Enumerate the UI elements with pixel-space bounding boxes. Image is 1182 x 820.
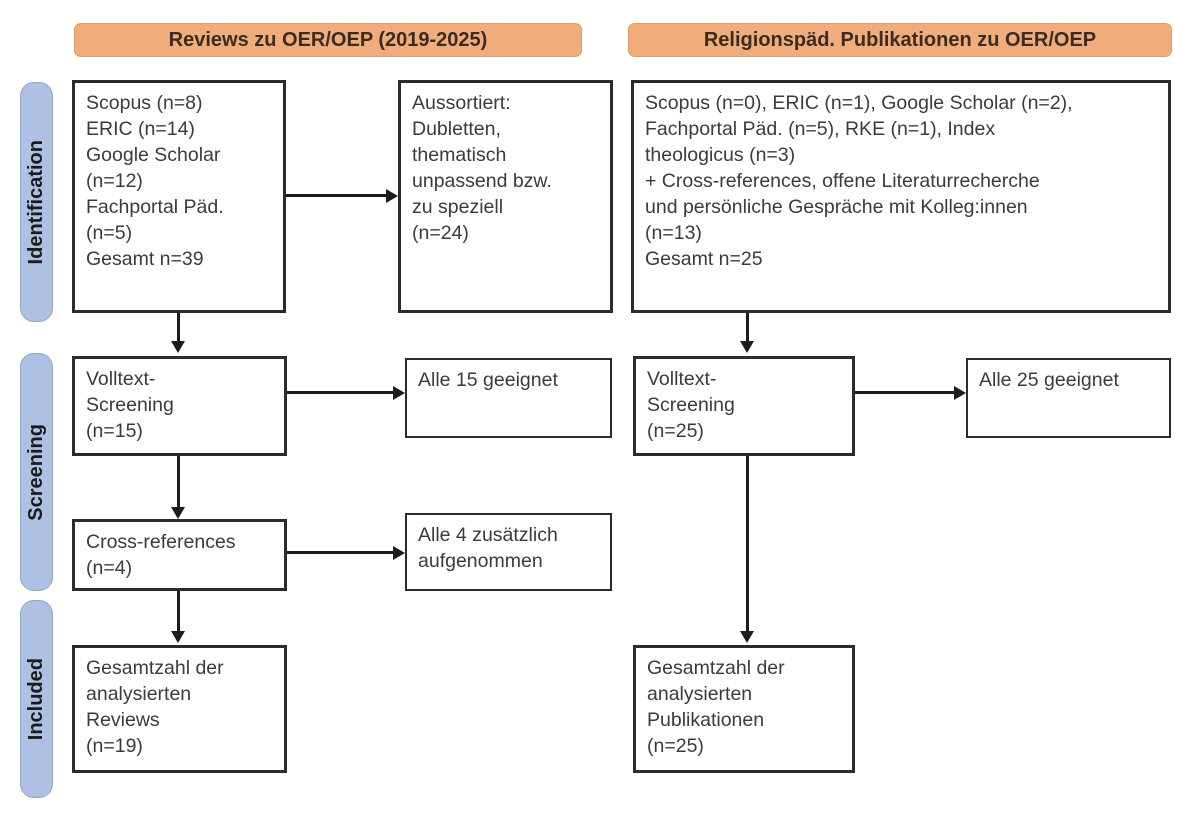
box-right-included-total-text: Gesamtzahl der analysierten Publikatione… bbox=[647, 657, 785, 757]
connector-left-fulltext-to-eligible bbox=[287, 391, 393, 394]
stage-label-included: Included bbox=[20, 600, 53, 798]
connector-left-sources-to-fulltext bbox=[177, 313, 180, 343]
box-right-eligible: Alle 25 geeignet bbox=[966, 358, 1171, 438]
arrowhead-left-fulltext-to-eligible bbox=[393, 386, 405, 400]
box-right-included-total: Gesamtzahl der analysierten Publikatione… bbox=[633, 645, 855, 773]
column-header-publications-text: Religionspäd. Publikationen zu OER/OEP bbox=[703, 28, 1097, 51]
box-left-crossreferences-result-text: Alle 4 zusätzlich aufgenommen bbox=[418, 524, 558, 572]
arrowhead-left-fulltext-to-crossrefs bbox=[171, 507, 185, 519]
box-left-eligible: Alle 15 geeignet bbox=[405, 358, 612, 438]
arrowhead-right-fulltext-to-included bbox=[740, 631, 754, 643]
stage-label-included-text: Included bbox=[25, 657, 47, 741]
box-left-crossreferences-text: Cross-references (n=4) bbox=[86, 531, 236, 579]
connector-left-fulltext-to-crossrefs bbox=[177, 456, 180, 509]
box-left-sources: Scopus (n=8) ERIC (n=14) Google Scholar … bbox=[72, 80, 286, 313]
arrowhead-left-crossrefs-to-result bbox=[393, 546, 405, 560]
connector-left-crossrefs-to-result bbox=[287, 551, 393, 554]
box-left-fulltext-screening-text: Volltext- Screening (n=15) bbox=[86, 368, 174, 442]
box-right-sources-text: Scopus (n=0), ERIC (n=1), Google Scholar… bbox=[645, 92, 1073, 270]
box-left-fulltext-screening: Volltext- Screening (n=15) bbox=[72, 356, 287, 456]
box-left-included-total-text: Gesamtzahl der analysierten Reviews (n=1… bbox=[86, 657, 224, 757]
connector-right-sources-to-fulltext bbox=[746, 313, 749, 343]
box-left-crossreferences: Cross-references (n=4) bbox=[72, 519, 287, 591]
stage-label-identification-text: Identification bbox=[25, 139, 47, 265]
box-right-sources: Scopus (n=0), ERIC (n=1), Google Scholar… bbox=[631, 80, 1171, 313]
arrowhead-left-sources-to-fulltext bbox=[171, 341, 185, 353]
box-left-excluded: Aussortiert: Dubletten, thematisch unpas… bbox=[398, 80, 613, 313]
connector-left-sources-to-excluded bbox=[286, 194, 386, 197]
column-header-publications: Religionspäd. Publikationen zu OER/OEP bbox=[628, 23, 1172, 57]
box-right-fulltext-screening: Volltext- Screening (n=25) bbox=[633, 356, 855, 456]
box-left-sources-text: Scopus (n=8) ERIC (n=14) Google Scholar … bbox=[86, 92, 224, 270]
box-right-eligible-text: Alle 25 geeignet bbox=[979, 369, 1119, 391]
connector-right-fulltext-to-eligible bbox=[855, 391, 954, 394]
arrowhead-left-crossrefs-to-included bbox=[171, 631, 185, 643]
arrowhead-right-sources-to-fulltext bbox=[740, 341, 754, 353]
stage-label-screening-text: Screening bbox=[25, 423, 47, 521]
box-left-crossreferences-result: Alle 4 zusätzlich aufgenommen bbox=[405, 513, 612, 591]
box-left-excluded-text: Aussortiert: Dubletten, thematisch unpas… bbox=[412, 92, 552, 244]
box-right-fulltext-screening-text: Volltext- Screening (n=25) bbox=[647, 368, 735, 442]
box-left-eligible-text: Alle 15 geeignet bbox=[418, 369, 558, 391]
connector-right-fulltext-to-included bbox=[746, 456, 749, 633]
arrowhead-right-fulltext-to-eligible bbox=[954, 386, 966, 400]
connector-left-crossrefs-to-included bbox=[177, 591, 180, 633]
column-header-reviews: Reviews zu OER/OEP (2019-2025) bbox=[74, 23, 582, 57]
stage-label-identification: Identification bbox=[20, 82, 53, 322]
column-header-reviews-text: Reviews zu OER/OEP (2019-2025) bbox=[168, 28, 488, 51]
stage-label-screening: Screening bbox=[20, 353, 53, 591]
box-left-included-total: Gesamtzahl der analysierten Reviews (n=1… bbox=[72, 645, 287, 773]
arrowhead-left-sources-to-excluded bbox=[386, 189, 398, 203]
